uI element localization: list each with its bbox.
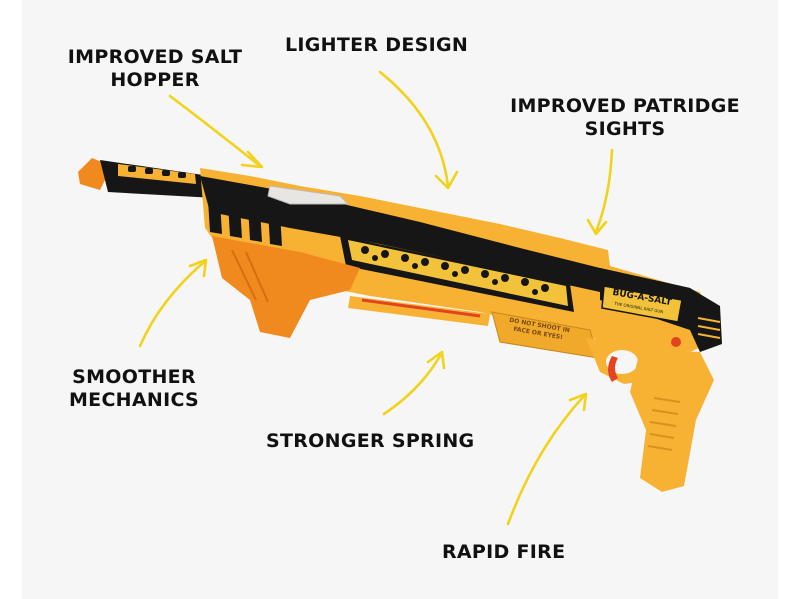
- trigger: [608, 356, 618, 382]
- callout-line: HOPPER: [110, 69, 200, 91]
- callout-rapid-fire: RAPID FIRE: [442, 541, 566, 563]
- callout-line: IMPROVED SALT: [67, 46, 243, 68]
- front-vents: [208, 200, 282, 246]
- callout-line: SMOOTHER: [72, 366, 196, 388]
- callout-improved-salt-hopper: IMPROVED SALT HOPPER: [60, 46, 250, 92]
- bug-pattern: [361, 246, 549, 295]
- callout-smoother-mechanics: SMOOTHER MECHANICS: [64, 366, 204, 412]
- grip: [630, 350, 714, 492]
- callout-improved-sights: IMPROVED PATRIDGE SIGHTS: [500, 95, 750, 141]
- salt-hopper: [267, 185, 350, 205]
- top-cover: [200, 176, 712, 320]
- upper-rail: [118, 164, 196, 184]
- callout-stronger-spring: STRONGER SPRING: [266, 430, 475, 452]
- callout-lighter-design: LIGHTER DESIGN: [285, 34, 469, 56]
- brand-plate: [601, 285, 683, 323]
- callout-arrows: [138, 70, 614, 526]
- callout-line: SIGHTS: [584, 118, 666, 140]
- pump-forend: [212, 236, 360, 338]
- callout-line: MECHANICS: [68, 389, 200, 411]
- safety-button: [671, 337, 681, 347]
- callout-line: IMPROVED PATRIDGE: [510, 95, 740, 117]
